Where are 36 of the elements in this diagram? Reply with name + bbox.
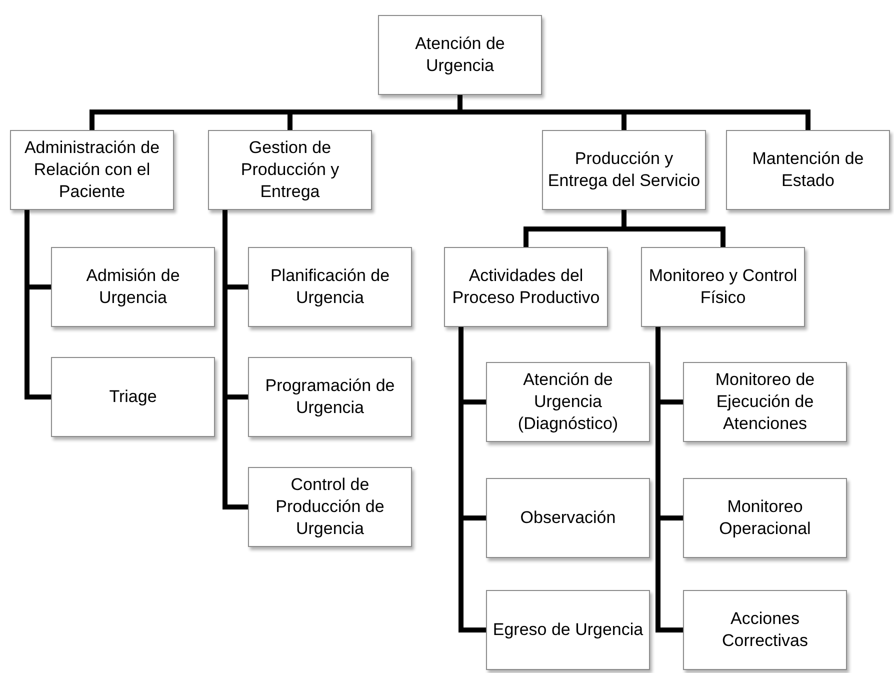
org-box [208,130,372,210]
org-box [683,362,847,442]
box-label: Control de Producción de Urgencia [274,474,386,540]
box-label: Actividades del Proceso Productivo [451,264,601,309]
box-label: Triage [109,386,157,408]
box-label: Egreso de Urgencia [492,618,644,641]
org-box [51,247,215,327]
org-box [542,130,706,210]
box-label: Observación [520,506,616,529]
box-label: Monitoreo de Ejecución de Atenciones [714,368,816,436]
box-label: Monitoreo Operacional [718,496,812,540]
org-box [248,247,412,327]
box-label: Atención de Urgencia [414,32,506,77]
org-box [683,590,847,670]
org-box [378,15,542,95]
box-label: Monitoreo y Control Físico [648,264,798,309]
org-box [486,478,650,558]
box-label: Mantención de Estado [751,148,865,192]
box-label: Programación de Urgencia [264,374,396,419]
org-box [683,478,847,558]
box-label: Administración de Relación con el Paciente [23,136,161,204]
box-label: Acciones Correctivas [721,608,809,652]
box-label: Planificación de Urgencia [269,264,391,309]
org-box [248,357,412,437]
box-label: Atención de Urgencia (Diagnóstico) [516,368,620,436]
box-label: Producción y Entrega del Servicio [547,148,701,192]
org-box [444,247,608,327]
org-box [641,247,805,327]
org-box [486,590,650,670]
box-label: Gestion de Producción y Entrega [240,136,340,204]
org-box [486,362,650,442]
org-box [51,357,215,437]
box-label: Admisión de Urgencia [85,264,181,309]
org-box [10,130,174,210]
org-box [248,467,412,547]
org-box [726,130,890,210]
